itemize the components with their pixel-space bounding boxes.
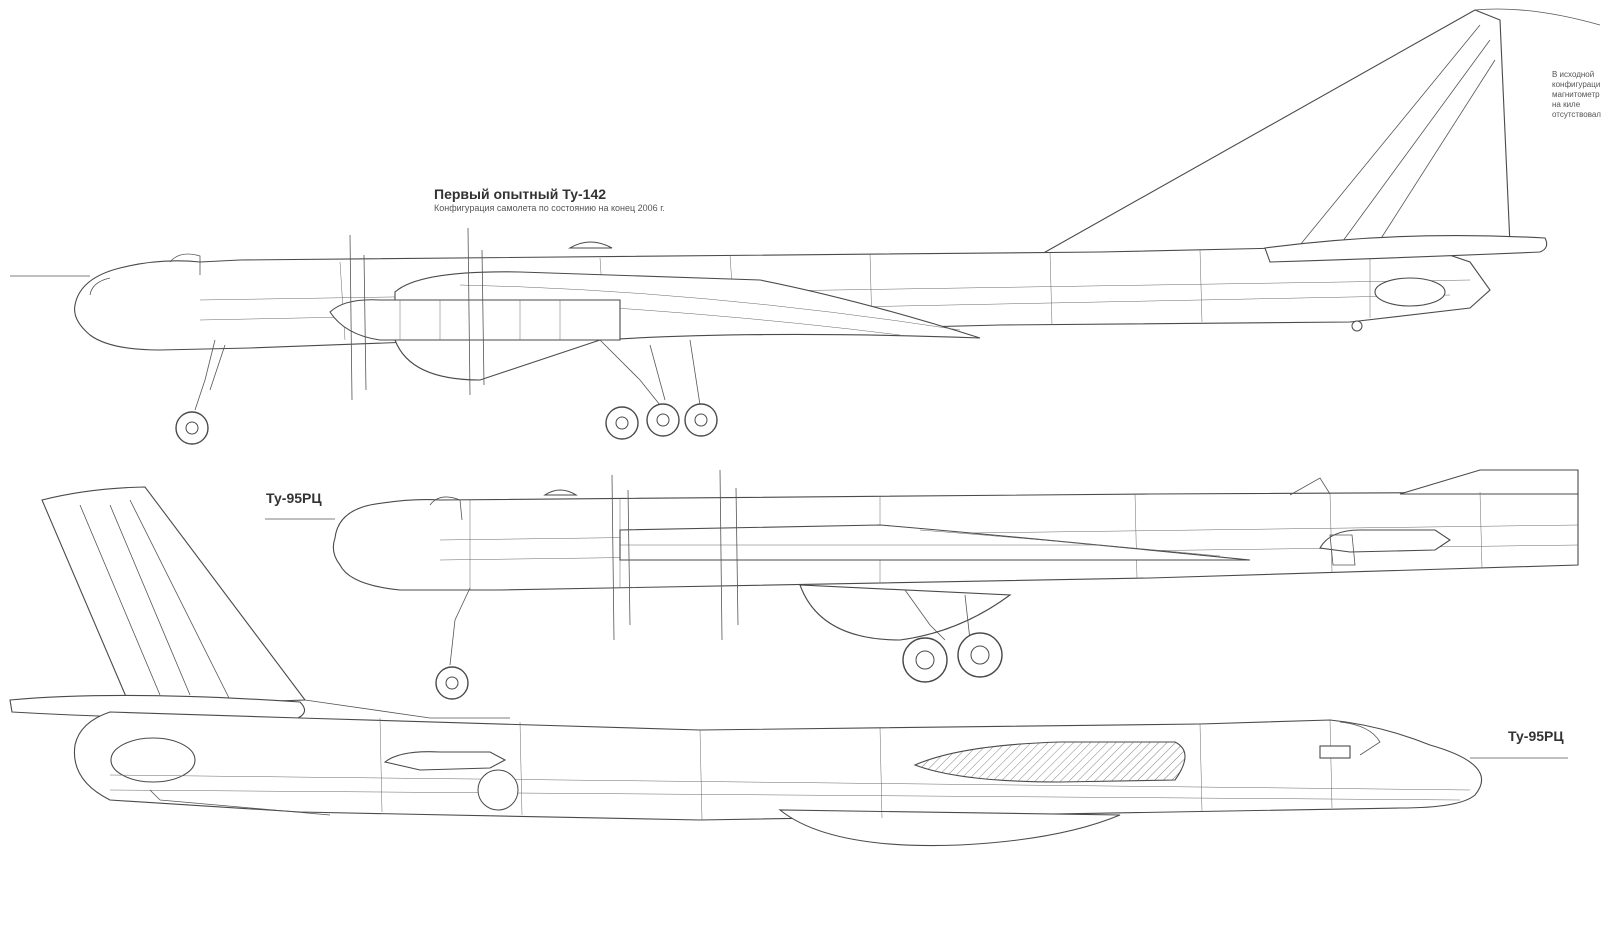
note-line-4: на киле [1552,100,1581,109]
tu142-stabilizer [1264,234,1548,263]
figure-title-tu95rc-upper: Ту-95РЦ [266,490,322,506]
magnetometer-note: В исходной конфигураци магнитометр на ки… [1552,70,1618,120]
tu142-fin [1039,9,1511,256]
tu95rc-tail-window [110,737,196,783]
tu142-side-view [10,8,1601,445]
tu95rc-hatched-panel [913,741,1186,783]
figure-subtitle-tu142: Конфигурация самолета по состоянию на ко… [434,203,665,213]
tu95rc-lower-fuselage [73,711,1482,821]
figure-title-tu142: Первый опытный Ту-142 [434,186,607,202]
tu95rc-propellers [611,469,739,641]
tu95rc-fin [41,486,307,707]
tu142-tail-window [1374,277,1446,307]
tu142-engine-inner [329,299,621,341]
tu95rc-upper-side-view [265,469,1579,700]
figure-title-tu95rc-lower: Ту-95РЦ [1508,728,1564,744]
tu95rc-side-window [1319,529,1451,553]
note-line-1: В исходной [1552,70,1595,79]
note-line-2: конфигураци [1552,80,1601,89]
tu142-propellers [349,227,485,401]
note-line-5: отсутствовал [1552,110,1601,119]
note-line-3: магнитометр [1552,90,1600,99]
tu95rc-lower-side-view [9,486,1568,847]
